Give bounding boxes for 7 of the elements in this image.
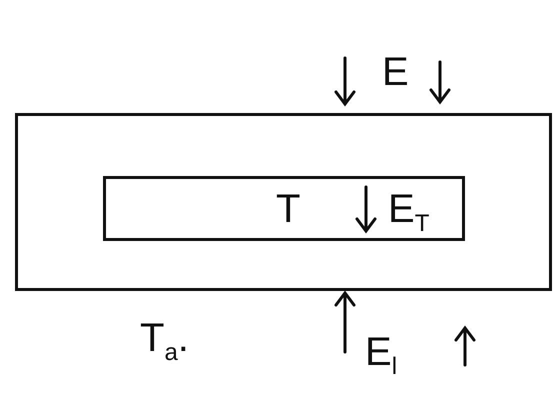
outer-box: [15, 113, 552, 291]
symbol-label: E: [382, 52, 409, 92]
symbol-label: T$_{a}$.: [140, 318, 189, 365]
symbol-label: T: [276, 189, 300, 229]
inner-box: [103, 176, 465, 241]
symbol-label: E$_{T}$: [388, 189, 430, 236]
symbol-label: E$_{l}$: [365, 332, 398, 379]
